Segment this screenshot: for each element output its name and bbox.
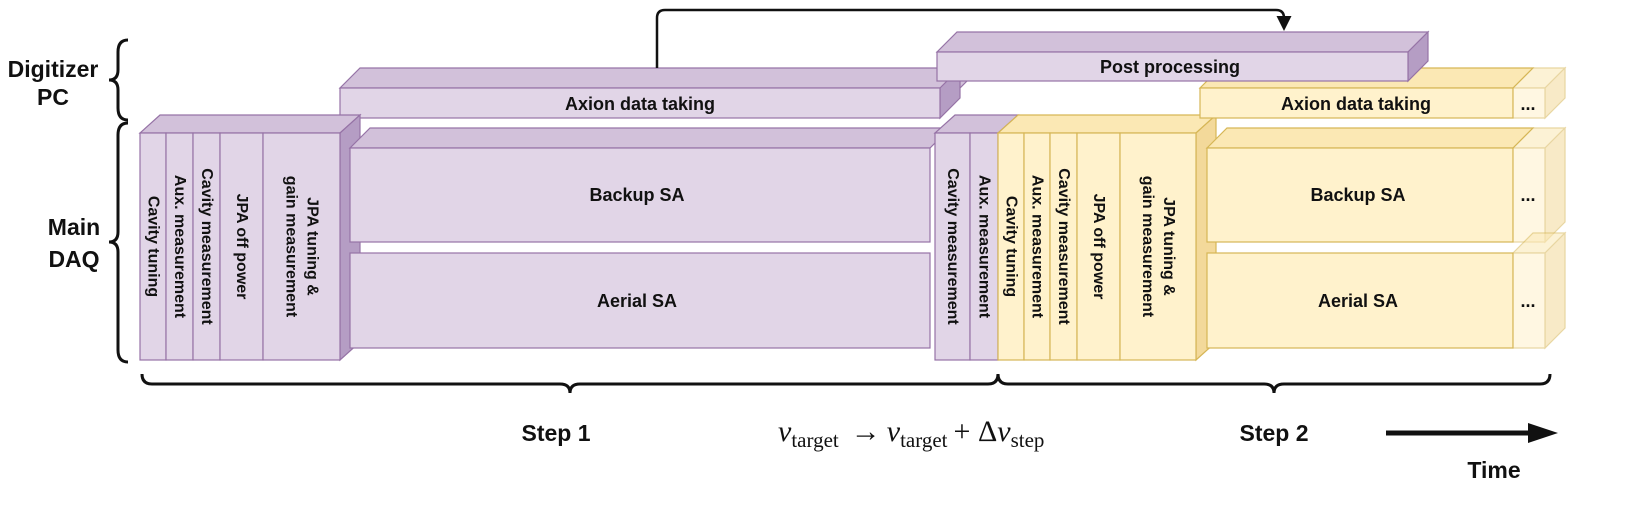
row-label-digitizer-line2: PC — [37, 84, 69, 110]
step1-prep-label-1-1: Cavity tuning — [145, 196, 162, 297]
formula-target-1: target — [791, 428, 839, 452]
step1-post-block-1 — [934, 132, 971, 361]
step2-prep-block-3 — [1049, 132, 1078, 361]
step2-axion-continuation — [1511, 66, 1567, 120]
step1-prep-label-5-2: gain measurement — [283, 176, 300, 318]
step1-prep-block-3 — [192, 132, 221, 361]
step1-prep-label-4-1: JPA off power — [233, 194, 250, 300]
step2-axion-label: Axion data taking — [1281, 94, 1431, 114]
step1-aerial-label: Aerial SA — [597, 291, 677, 311]
time-label: Time — [1467, 457, 1520, 483]
row-label-digitizer-line1: Digitizer — [8, 56, 99, 82]
brace-step1 — [140, 373, 1000, 394]
step1-prep-label-5-1: JPA tuning & — [304, 197, 321, 296]
formula-nu-2: ν — [887, 415, 901, 448]
step1-aerial-block: Aerial SA — [349, 252, 931, 349]
brace-digitizer — [108, 38, 129, 122]
data-flow-arrow — [655, 8, 1292, 68]
step2-axion-ellipsis: ... — [1520, 94, 1535, 114]
brace-step2 — [996, 373, 1552, 394]
formula-nu-1: ν — [778, 415, 792, 448]
step1-post-block-2 — [969, 132, 999, 361]
step1-prep-block-5 — [262, 132, 341, 361]
step2-prep-block-5 — [1119, 132, 1197, 361]
step1-backup-label: Backup SA — [589, 185, 684, 205]
step1-label: Step 1 — [521, 420, 590, 446]
step1-post-group: Cavity measurement Aux. measurement — [933, 114, 1020, 361]
step2-backup-ellipsis: ... — [1520, 185, 1535, 205]
step2-prep-group: Cavity tuning Aux. measurement Cavity meas… — [996, 113, 1218, 362]
step1-axion-block: Axion data taking — [338, 66, 982, 120]
step2-prep-block-1 — [997, 132, 1025, 361]
post-processing-block: Post processing — [935, 30, 1430, 83]
formula-arrow: → — [851, 415, 881, 448]
formula-nu-3: ν — [997, 415, 1011, 448]
step1-prep-group: Cavity tuning Aux. measurement Cavity meas… — [138, 113, 362, 362]
row-label-main-line1: Main — [48, 214, 100, 240]
step2-prep-label-2-1: Aux. measurement — [1029, 175, 1046, 319]
step1-axion-label: Axion data taking — [565, 94, 715, 114]
step2-prep-label-1-1: Cavity tuning — [1003, 196, 1020, 297]
formula-step: step — [1011, 428, 1045, 452]
time-arrow-head — [1528, 423, 1558, 443]
post-processing-label: Post processing — [1100, 57, 1240, 77]
formula-target-2: target — [900, 428, 948, 452]
step2-backup-label: Backup SA — [1310, 185, 1405, 205]
frequency-step-formula: νtarget→νtarget+ Δνstep — [778, 415, 1044, 452]
step1-prep-block-2 — [165, 132, 194, 361]
step2-aerial-ellipsis: ... — [1520, 291, 1535, 311]
step1-backup-block: Backup SA — [348, 127, 952, 243]
formula-plus-delta: + Δ — [954, 415, 998, 448]
step1-post-label-2-1: Aux. measurement — [976, 175, 993, 319]
step2-prep-label-5-1: JPA tuning & — [1160, 197, 1177, 296]
step2-backup-block: Backup SA — [1205, 127, 1535, 243]
step2-label: Step 2 — [1239, 420, 1308, 446]
step1-prep-block-4 — [219, 132, 264, 361]
step2-aerial-label: Aerial SA — [1318, 291, 1398, 311]
step1-post-label-1-1: Cavity measurement — [944, 168, 961, 325]
step2-prep-label-5-2: gain measurement — [1139, 176, 1156, 318]
step2-prep-label-3-1: Cavity measurement — [1055, 168, 1072, 325]
row-label-main-line2: DAQ — [48, 246, 99, 272]
step1-prep-label-2-1: Aux. measurement — [171, 175, 188, 319]
step2-aerial-continuation — [1511, 231, 1567, 350]
step2-prep-block-4 — [1076, 132, 1121, 361]
step1-prep-label-3-1: Cavity measurement — [198, 168, 215, 325]
step2-backup-continuation — [1511, 126, 1567, 244]
step2-prep-label-4-1: JPA off power — [1090, 194, 1107, 300]
step2-aerial-block: Aerial SA — [1206, 252, 1514, 349]
brace-main — [108, 121, 129, 364]
